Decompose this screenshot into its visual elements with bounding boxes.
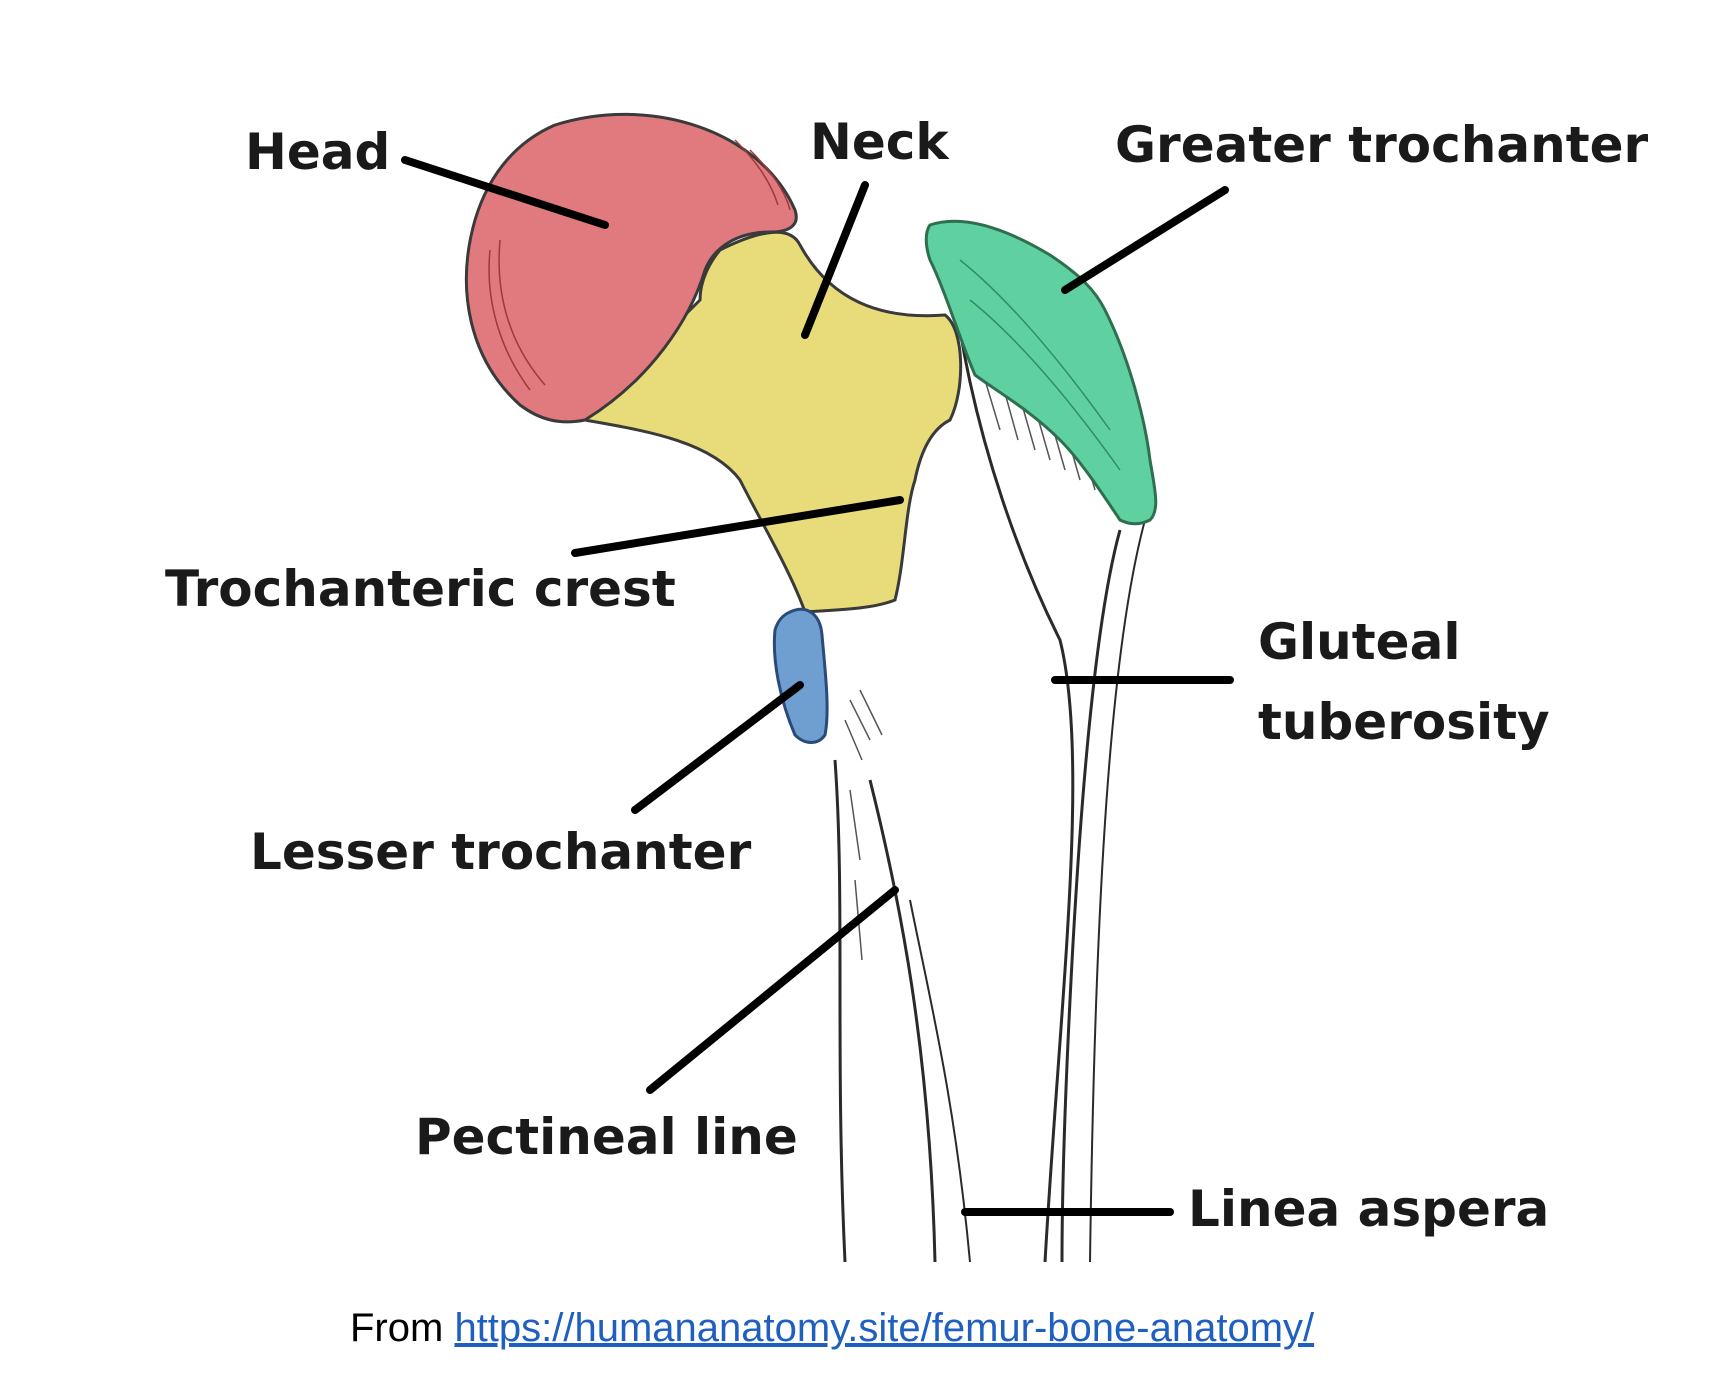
leader-line-head bbox=[401, 156, 609, 229]
head-region bbox=[464, 112, 798, 424]
label-gluteal-tuberosity-line2: tuberosity bbox=[1258, 693, 1550, 751]
label-head: Head bbox=[245, 123, 391, 181]
head-hatching bbox=[488, 139, 791, 391]
greater-trochanter-hatching bbox=[959, 259, 1121, 471]
label-gluteal-tuberosity-line1: Gluteal bbox=[1258, 613, 1461, 671]
greater-trochanter-region bbox=[924, 219, 1158, 526]
leader-line-pectineal-line bbox=[646, 886, 899, 1094]
label-pectineal-line: Pectineal line bbox=[415, 1108, 798, 1166]
leader-line-lesser-trochanter bbox=[631, 681, 804, 814]
leader-line-greater-trochanter bbox=[1061, 186, 1229, 294]
source-link[interactable]: https://humananatomy.site/femur-bone-ana… bbox=[454, 1306, 1315, 1350]
label-linea-aspera: Linea aspera bbox=[1188, 1180, 1550, 1238]
label-lesser-trochanter: Lesser trochanter bbox=[250, 823, 752, 881]
label-neck: Neck bbox=[810, 113, 949, 171]
source-caption: From https://humananatomy.site/femur-bon… bbox=[350, 1306, 1314, 1351]
caption-prefix: From bbox=[350, 1306, 455, 1350]
label-trochanteric-crest: Trochanteric crest bbox=[165, 560, 676, 618]
label-greater-trochanter: Greater trochanter bbox=[1115, 116, 1649, 174]
lesser-trochanter-region bbox=[772, 607, 829, 744]
leader-line-trochanteric-crest bbox=[571, 496, 904, 557]
leader-lines bbox=[401, 156, 1234, 1216]
leader-line-neck bbox=[801, 181, 869, 339]
